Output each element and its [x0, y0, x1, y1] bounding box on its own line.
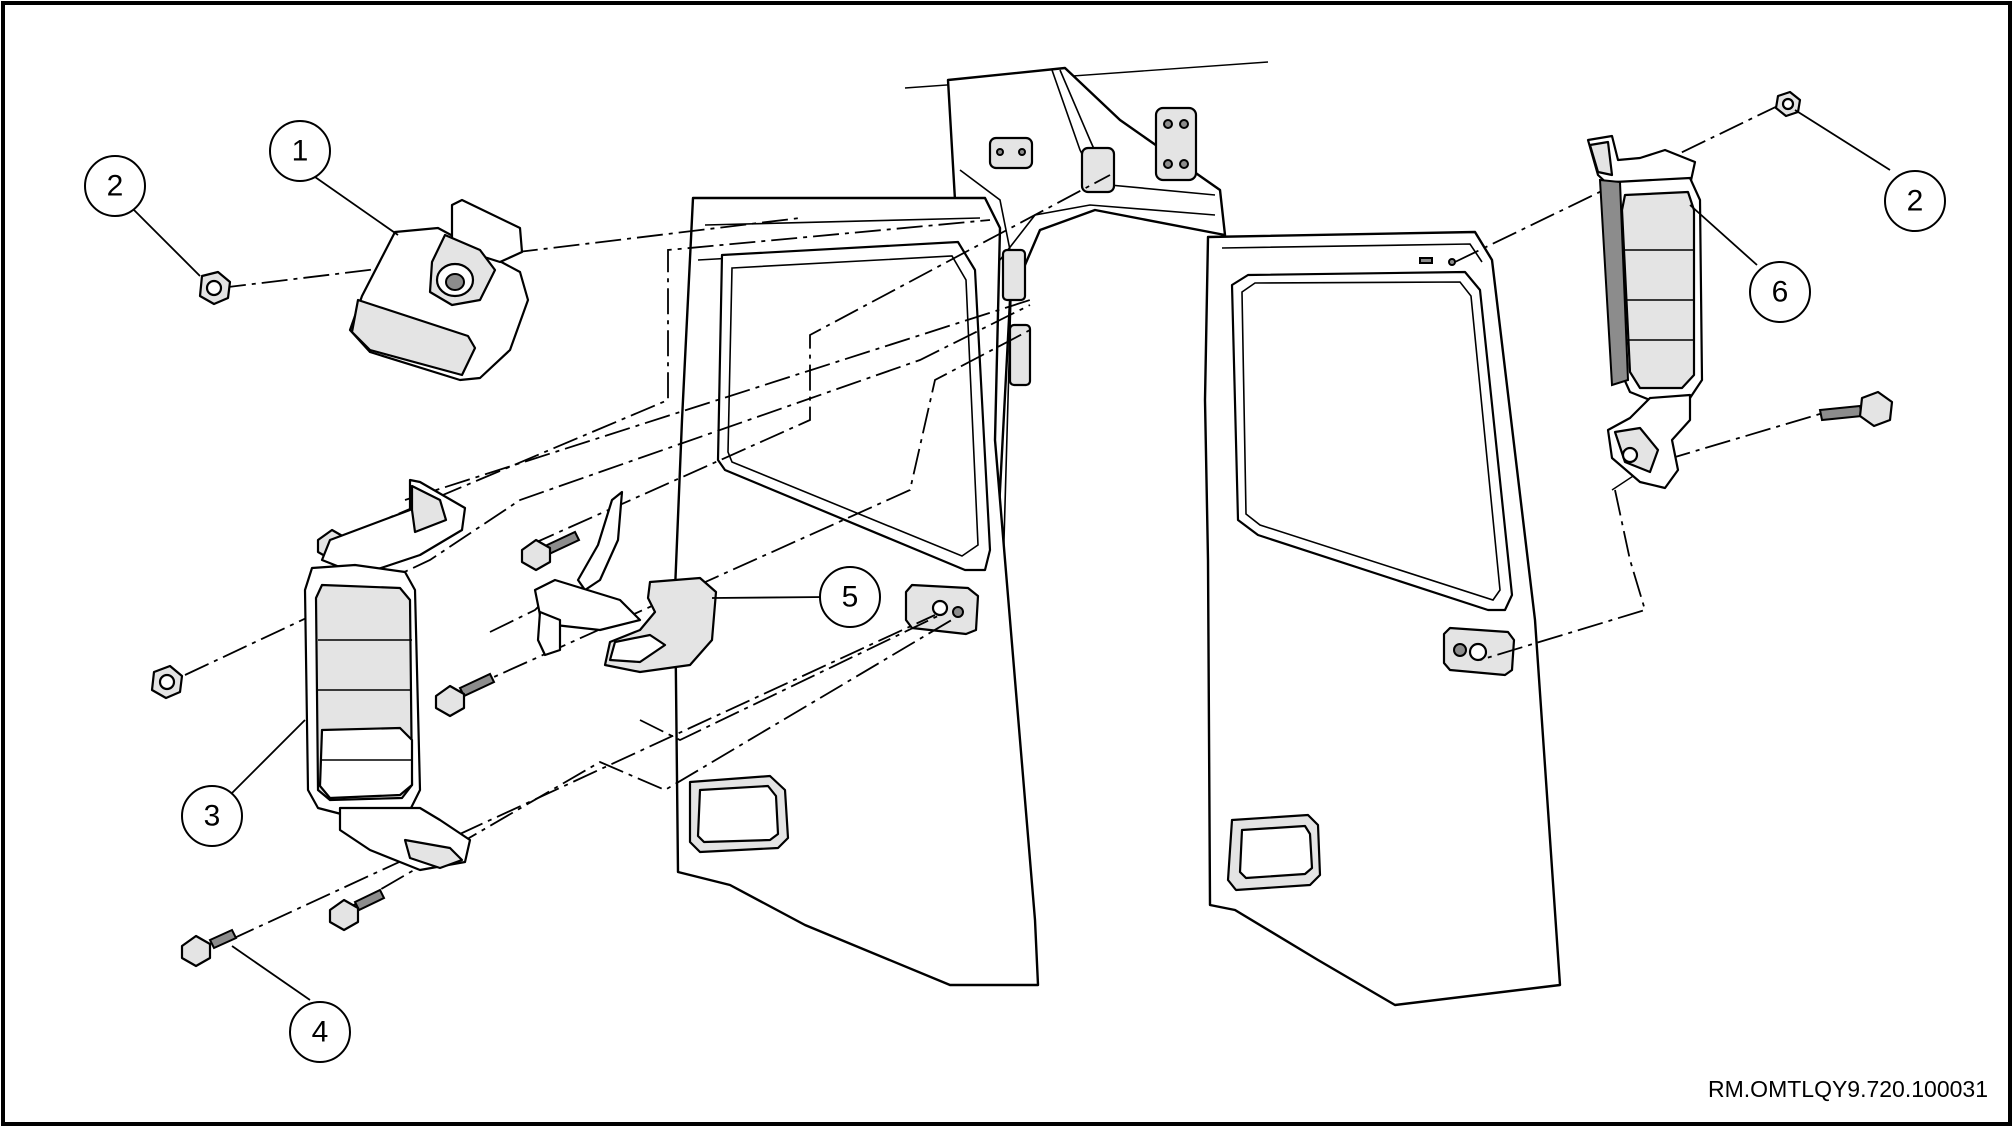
callout-4: 4	[289, 1001, 351, 1063]
bolt-upper-mid	[520, 530, 581, 572]
right-door	[1203, 230, 1562, 1007]
svg-text:4: 4	[312, 1016, 329, 1049]
svg-text:2: 2	[1907, 185, 1924, 218]
bolt-mid	[434, 672, 496, 718]
svg-text:5: 5	[842, 581, 859, 614]
callout-2-right: 2	[1884, 170, 1946, 232]
bolt-lower-left	[180, 928, 238, 968]
bracket-arm-upper	[576, 490, 624, 592]
reference-code: RM.OMTLQY9.720.100031	[1708, 1076, 1988, 1102]
callout-2-left: 2	[84, 155, 146, 217]
cab-mount-pad-b	[1080, 146, 1116, 194]
part-6-right-mirror	[1586, 134, 1704, 490]
nut-left	[198, 270, 232, 306]
svg-text:2: 2	[107, 170, 124, 203]
nut-right	[1774, 90, 1802, 118]
callout-3: 3	[181, 785, 243, 847]
cab-mount-pad-c	[1154, 106, 1198, 182]
cab-a-pillar	[904, 61, 1269, 587]
part-1-mirror	[348, 198, 530, 382]
callout-6: 6	[1749, 261, 1811, 323]
svg-text:6: 6	[1772, 276, 1789, 309]
part-5-bracket	[533, 490, 718, 674]
leader-lines	[131, 109, 1891, 1001]
bolt-right	[1818, 390, 1894, 428]
nut-mid-left	[150, 664, 184, 700]
callout-1: 1	[269, 120, 331, 182]
bolt-lower-right	[328, 888, 386, 932]
part-3-left-mirror	[303, 478, 472, 872]
callout-5: 5	[819, 566, 881, 628]
svg-text:1: 1	[292, 135, 309, 168]
svg-text:3: 3	[204, 800, 221, 833]
cab-mount-pad-a	[988, 136, 1034, 170]
